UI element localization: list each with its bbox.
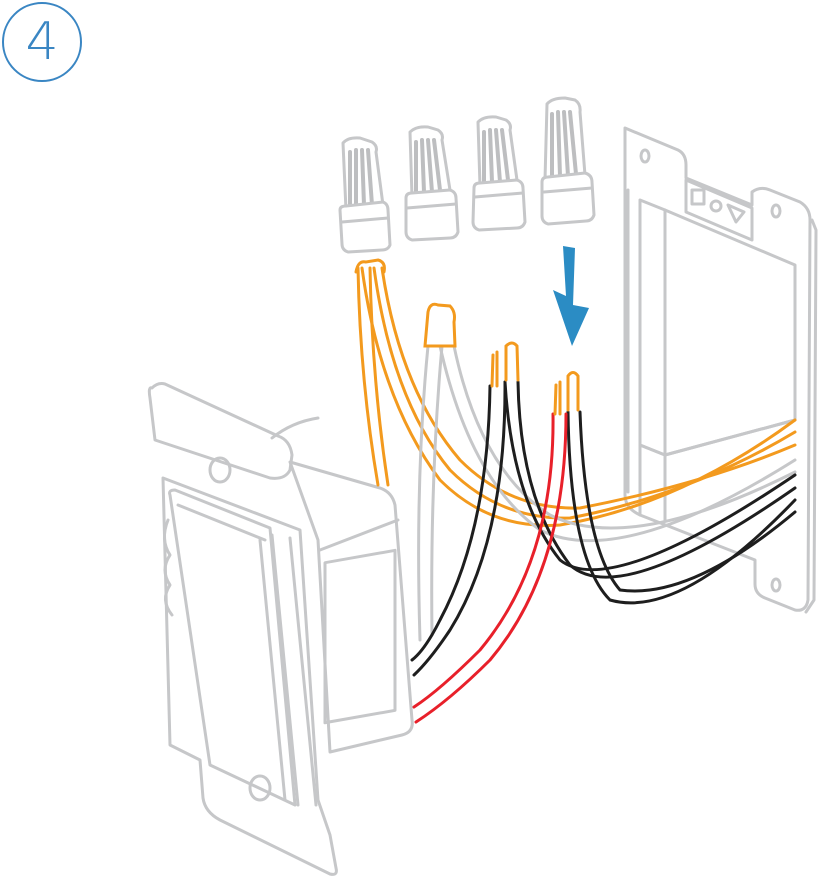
step-number-badge: 4 <box>2 2 82 82</box>
down-arrow-icon <box>553 246 589 346</box>
wire-nut-1[interactable] <box>338 136 392 254</box>
wall-box <box>623 126 818 614</box>
dimmer-switch <box>147 382 414 876</box>
wire-nut-2[interactable] <box>404 125 460 242</box>
ground-wires <box>354 258 797 527</box>
red-wires <box>412 371 580 724</box>
wire-nut-3[interactable] <box>471 115 527 232</box>
arrow-shape <box>553 246 589 346</box>
wire-nut-4[interactable] <box>540 96 596 226</box>
black-wires <box>410 341 797 677</box>
step-number: 4 <box>25 12 59 72</box>
